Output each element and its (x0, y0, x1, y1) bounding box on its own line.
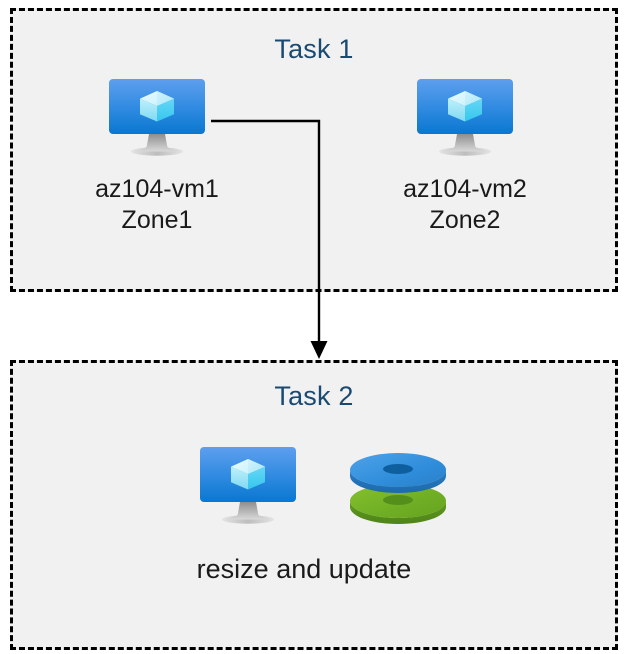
task-2-group-box: Task 2 (10, 360, 618, 650)
task-1-title: Task 1 (274, 34, 354, 64)
task-2-title: Task 2 (274, 381, 354, 411)
node-label-line-1: az104-vm1 (95, 175, 219, 203)
task-2-icon-row (150, 440, 450, 530)
virtual-machine-icon (413, 78, 517, 156)
node-label-line-2: Zone2 (429, 206, 501, 234)
managed-disks-icon (346, 445, 450, 525)
node-label-line-2: Zone1 (121, 206, 193, 234)
node-label-line-1: az104-vm2 (403, 175, 527, 203)
task-2-caption: resize and update (196, 554, 412, 584)
node-az104-vm2[interactable]: az104-vm2 Zone2 (370, 78, 560, 236)
virtual-machine-icon (105, 78, 209, 156)
virtual-machine-icon (196, 446, 300, 524)
node-az104-vm1[interactable]: az104-vm1 Zone1 (62, 78, 252, 236)
